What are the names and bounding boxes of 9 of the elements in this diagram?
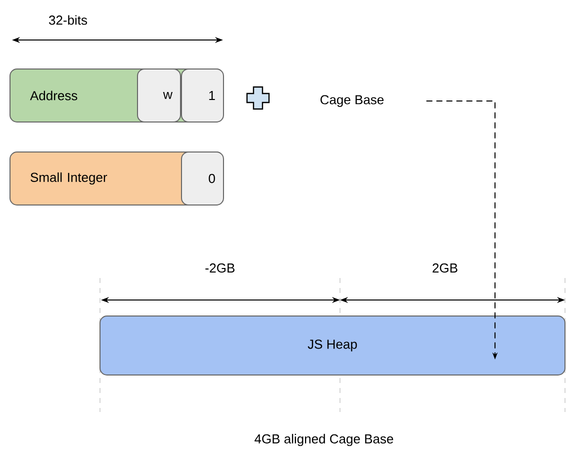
dimension-label: 32-bits <box>49 15 88 25</box>
node-label: Cage Base <box>320 95 384 107</box>
caption: 4GB aligned Cage Base <box>254 434 394 446</box>
bit-box: w <box>137 68 181 122</box>
heap-box: JS Heap <box>100 316 566 376</box>
dimension-label: 2GB <box>432 263 458 273</box>
bit-box: 1 <box>181 68 224 122</box>
bit-box: 0 <box>181 152 224 206</box>
dimension-label: -2GB <box>205 263 234 273</box>
